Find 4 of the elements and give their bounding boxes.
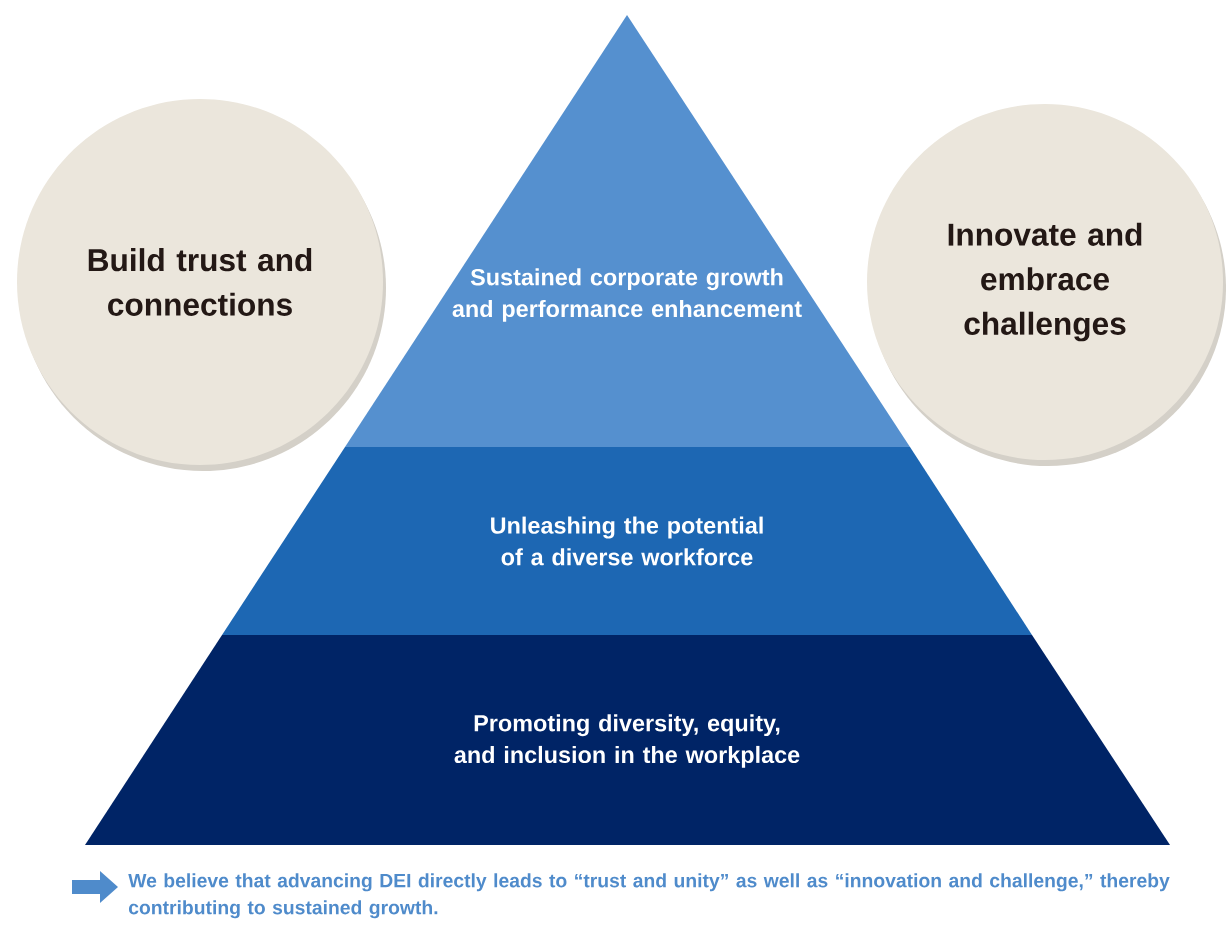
pyramid-tier: Promoting diversity, equity, and inclusion in the workplace [85, 635, 1170, 845]
pyramid-tier: Sustained corporate growth and performance enhancement [345, 15, 910, 447]
pyramid-tier: Unleashing the potential of a diverse workforce [222, 447, 1032, 635]
note-text: We believe that advancing DEI directly leads to “trust and unity” as well as “innovation and challenge,” thereby contributing to sustained growth. [128, 873, 1170, 919]
